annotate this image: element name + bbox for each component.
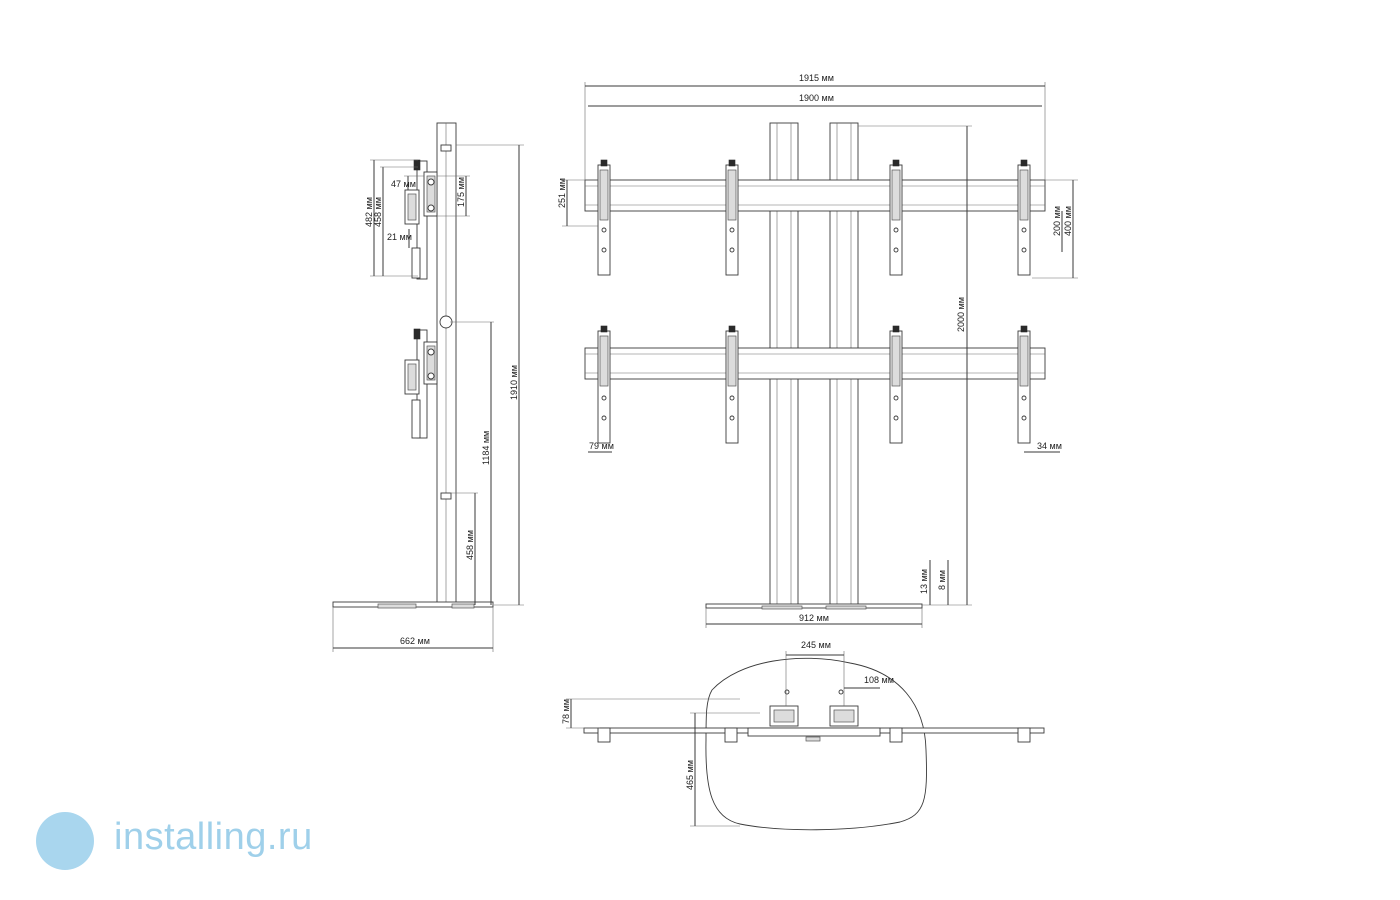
top-base-plate	[705, 657, 927, 831]
dim-8: 8 мм	[937, 570, 947, 590]
dim-21: 21 мм	[387, 232, 412, 242]
dim-34: 34 мм	[1037, 441, 1062, 451]
front-view: 1915 мм 1900 мм 251 мм 200 мм 400 мм 200…	[557, 73, 1078, 628]
top-view: 245 мм 108 мм 78 мм 465 мм	[561, 640, 1045, 831]
dim-1910: 1910 мм	[509, 365, 519, 400]
dim-400: 400 мм	[1063, 206, 1073, 236]
dim-465: 465 мм	[685, 760, 695, 790]
dim-912: 912 мм	[799, 613, 829, 623]
front-lower-rail	[584, 347, 1046, 380]
watermark-text: installing.ru	[114, 816, 313, 858]
dim-662: 662 мм	[400, 636, 430, 646]
front-upper-rail	[584, 179, 1046, 212]
dim-200: 200 мм	[1052, 206, 1062, 236]
dim-251: 251 мм	[557, 178, 567, 208]
front-upper-brackets	[597, 159, 1031, 276]
dim-47: 47 мм	[391, 179, 416, 189]
side-dimensions	[332, 144, 524, 652]
side-view: 47 мм 482 мм 458 мм 175 мм 21 мм 1910 мм…	[332, 122, 524, 652]
side-column	[436, 122, 457, 607]
dim-78: 78 мм	[561, 699, 571, 724]
front-base	[705, 603, 923, 609]
dim-175: 175 мм	[456, 177, 466, 207]
side-lower-bracket	[404, 315, 453, 439]
dim-1900: 1900 мм	[799, 93, 834, 103]
dim-1915: 1915 мм	[799, 73, 834, 83]
dim-79: 79 мм	[589, 441, 614, 451]
dim-458-upper: 458 мм	[373, 197, 383, 227]
dim-245: 245 мм	[801, 640, 831, 650]
side-upper-bracket	[404, 159, 438, 280]
dim-13: 13 мм	[919, 569, 929, 594]
front-dimensions	[562, 82, 1078, 628]
installing-logo-icon	[36, 812, 94, 870]
dim-1184: 1184 мм	[481, 431, 491, 465]
top-dimensions	[566, 651, 880, 827]
front-lower-brackets	[597, 325, 1031, 444]
dim-458-lower: 458 мм	[465, 530, 475, 560]
dim-108: 108 мм	[864, 675, 894, 685]
watermark: installing.ru	[24, 806, 318, 876]
dim-482: 482 мм	[364, 197, 374, 227]
dim-2000: 2000 мм	[956, 297, 966, 332]
